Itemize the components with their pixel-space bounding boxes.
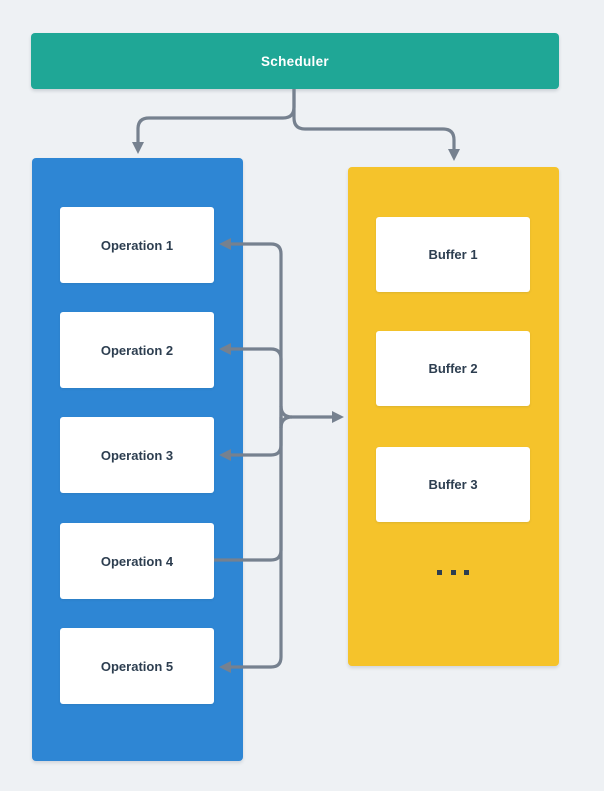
buffer-label: Buffer 1 xyxy=(428,247,478,262)
more-buffers-ellipsis xyxy=(437,570,469,576)
buffer-node: Buffer 1 xyxy=(376,217,530,292)
buffer-label: Buffer 3 xyxy=(428,477,478,492)
arrowhead-down-icon xyxy=(132,142,144,154)
operation-label: Operation 2 xyxy=(100,342,174,358)
operation-node: Operation 2 xyxy=(60,312,214,388)
buffer-node: Buffer 3 xyxy=(376,447,530,522)
trunk-merge-arc xyxy=(279,415,293,429)
arrowhead-right-icon xyxy=(332,411,344,423)
scheduler-label: Scheduler xyxy=(261,53,329,69)
operation-node: Operation 5 xyxy=(60,628,214,704)
ellipsis-dot xyxy=(437,570,442,575)
ellipsis-dot xyxy=(450,570,456,575)
arrowhead-down-icon xyxy=(448,149,460,161)
buffer-label: Buffer 2 xyxy=(428,361,478,376)
scheduler-to-operations-connector xyxy=(136,89,296,144)
operation-label: Operation 1 xyxy=(100,237,174,253)
trunk-to-buffers-connector xyxy=(279,405,334,419)
operation-node: Operation 1 xyxy=(60,207,214,283)
ellipsis-dot xyxy=(464,570,469,575)
operation-label: Operation 5 xyxy=(100,658,174,674)
operation-label: Operation 4 xyxy=(100,553,174,569)
scheduler-node: Scheduler xyxy=(31,33,559,89)
operation-node: Operation 4 xyxy=(60,523,214,599)
scheduler-to-buffers-connector xyxy=(292,89,456,151)
buffer-node: Buffer 2 xyxy=(376,331,530,406)
operation-label: Operation 3 xyxy=(100,447,174,463)
operation-node: Operation 3 xyxy=(60,417,214,493)
